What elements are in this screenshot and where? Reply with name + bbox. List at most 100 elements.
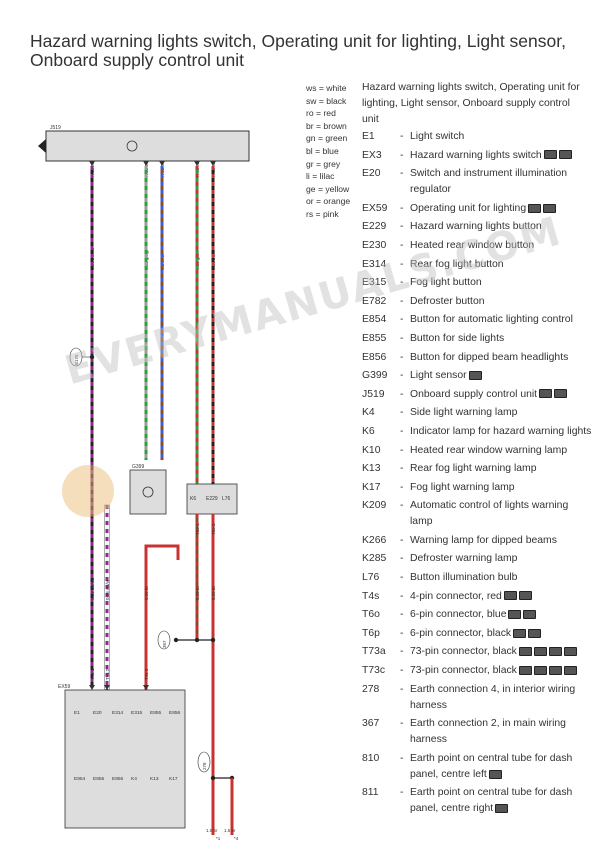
component-description: 73-pin connector, black: [410, 644, 592, 660]
vehicle-icon: [563, 665, 577, 675]
component-row: 811-Earth point on central tube for dash…: [362, 785, 592, 817]
component-description: Indicator lamp for hazard warning lights: [410, 425, 592, 437]
component-row: EX3-Hazard warning lights switch: [362, 148, 592, 164]
node-label: 278: [202, 762, 207, 770]
dash: -: [400, 149, 404, 161]
component-row: J519-Onboard supply control unit: [362, 387, 592, 403]
wire-earth-red: [144, 544, 180, 690]
component-row: 278-Earth connection 4, in interior wiri…: [362, 682, 592, 714]
component-description: Rear fog light button: [410, 258, 504, 270]
component-row: T6p-6-pin connector, black: [362, 626, 592, 642]
component-description: Button illumination bulb: [410, 572, 518, 584]
dash: -: [400, 221, 404, 233]
component-code: T6o: [362, 609, 380, 621]
control-unit-icon: [126, 140, 138, 152]
g399-box: [129, 469, 167, 515]
footnote-label: *1: [216, 836, 221, 841]
j519-box: [45, 130, 250, 162]
component-code: G399: [362, 370, 388, 382]
component-description: Defroster warning lamp: [410, 553, 518, 565]
unit-label: L76: [222, 496, 231, 502]
component-code: T73c: [362, 665, 386, 677]
component-code: 278: [362, 683, 380, 695]
component-description: Side light warning lamp: [410, 407, 518, 419]
component-description: Button for dipped beam headlights: [410, 351, 569, 363]
component-code: 811: [362, 787, 379, 799]
vehicle-icon: [543, 203, 557, 213]
button-label: E856: [112, 776, 124, 782]
component-row: T73c-73-pin connector, black: [362, 663, 592, 679]
vehicle-icon: [503, 591, 517, 601]
junction-dot: [210, 775, 216, 781]
wire-label: 0.35 br: [211, 585, 216, 600]
button-label: E856: [169, 710, 181, 716]
component-code: E230: [362, 239, 387, 251]
vehicle-icon: [518, 591, 532, 601]
component-row: G399-Light sensor: [362, 368, 592, 384]
wire-label: 0.35 br: [195, 585, 200, 600]
vehicle-icon: [528, 628, 542, 638]
component-row: K17-Fog light warning lamp: [362, 480, 592, 496]
wire-label: 1.5 br: [224, 828, 236, 833]
component-description: 6-pin connector, black: [410, 626, 592, 642]
pin-label: T4s 2: [105, 668, 110, 680]
dash: -: [400, 407, 404, 419]
component-description: Defroster button: [410, 295, 485, 307]
vehicle-icon: [495, 804, 509, 814]
dash: -: [400, 609, 404, 621]
unit-label: K6: [190, 496, 196, 502]
component-description: Earth point on central tube for dash pan…: [410, 787, 573, 815]
pin-arrow: [89, 161, 95, 166]
dash: -: [400, 718, 404, 730]
dash: -: [400, 752, 404, 764]
dash: -: [400, 351, 404, 363]
wire-label: 0.35 ws/vi: [105, 580, 110, 600]
legend-item-gr: gr = grey: [306, 158, 341, 169]
component-code: E315: [362, 277, 387, 289]
vehicle-icon: [539, 389, 553, 399]
dash: -: [400, 481, 404, 493]
component-row: L76-Button illumination bulb: [362, 570, 592, 586]
wire-label: 1.5 br: [206, 828, 218, 833]
vehicle-icon: [518, 665, 532, 675]
dash: -: [400, 239, 404, 251]
component-code: L76: [362, 572, 380, 584]
component-description: Hazard warning lights switch: [410, 148, 592, 164]
component-row: T73a -73-pin connector, black: [362, 644, 592, 660]
component-row: E854-Button for automatic lighting contr…: [362, 312, 592, 328]
vehicle-icon: [558, 150, 572, 160]
node-label: 367: [162, 640, 167, 648]
component-description: Operating unit for lighting: [410, 201, 592, 217]
vehicle-icon: [533, 665, 547, 675]
pin-arrow: [194, 161, 200, 166]
ex59-box: [64, 689, 186, 829]
dash: -: [400, 202, 404, 214]
button-label: E20: [93, 710, 102, 716]
component-row: T6o-6-pin connector, blue: [362, 607, 592, 623]
component-code: E1: [362, 131, 375, 142]
component-code: K209: [362, 500, 387, 512]
legend-item-gn: gn = green: [306, 133, 348, 144]
component-description: 4-pin connector, red: [410, 589, 592, 605]
component-code: E855: [362, 332, 387, 344]
component-description: Fog light warning lamp: [410, 481, 515, 493]
footnote-label: *4: [234, 836, 239, 841]
button-label: K13: [150, 776, 159, 782]
component-description: Heated rear window warning lamp: [410, 444, 568, 456]
dash: -: [400, 646, 404, 658]
component-code: T73a: [362, 646, 386, 658]
vehicle-icon: [548, 647, 562, 657]
component-row: K10-Heated rear window warning lamp: [362, 443, 592, 459]
component-code: K10: [362, 444, 381, 456]
vehicle-icon: [554, 389, 568, 399]
vehicle-icon: [468, 370, 482, 380]
wiring-diagram: J519T73c 260.35 sw/wsT73a 260.35 gn/grT7…: [38, 125, 250, 841]
node-278: [197, 751, 211, 773]
vehicle-icon: [513, 628, 527, 638]
sensor-icon: [142, 486, 154, 498]
component-code: K6: [362, 425, 375, 437]
button-label: K17: [169, 776, 178, 782]
pin-label: T6o 2: [211, 523, 216, 535]
dash: -: [400, 425, 404, 437]
